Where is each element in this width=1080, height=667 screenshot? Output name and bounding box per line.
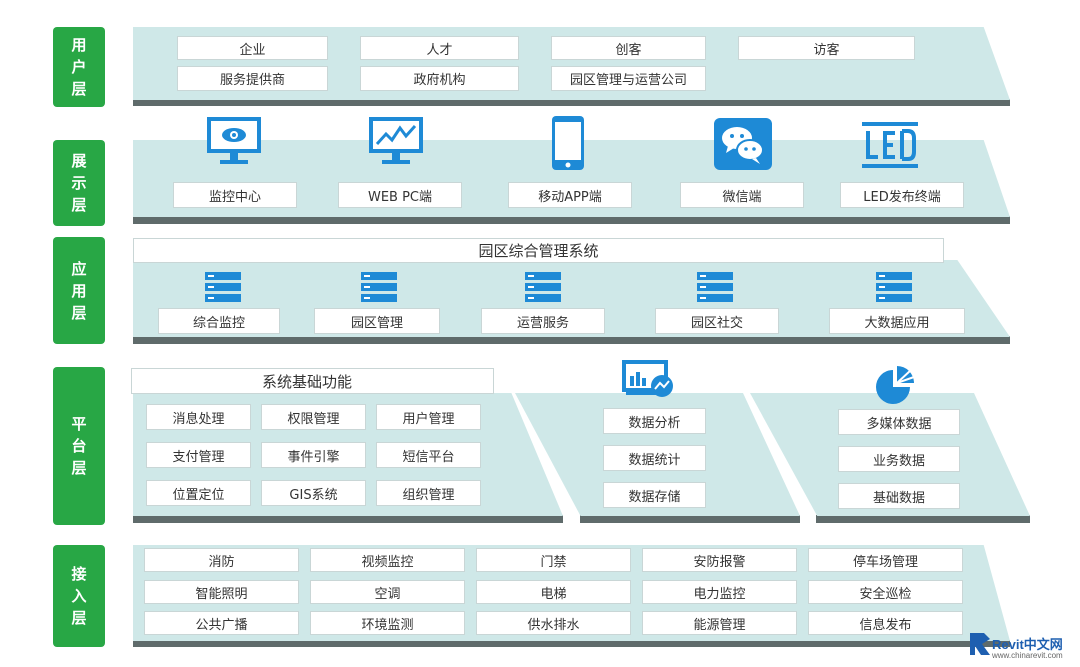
access-item: 公共广播 (144, 611, 299, 635)
access-item: 视频监控 (310, 548, 465, 572)
user-layer-label: 用户层 (53, 27, 105, 107)
access-item: 信息发布 (808, 611, 963, 635)
access-item: 电力监控 (642, 580, 797, 604)
user-item: 服务提供商 (177, 66, 328, 91)
platform-store-item: 基础数据 (838, 483, 960, 509)
access-item: 安防报警 (642, 548, 797, 572)
platform-data-shadow (580, 515, 800, 523)
access-item: 智能照明 (144, 580, 299, 604)
server-stack-icon (205, 272, 241, 302)
display-item: 移动APP端 (508, 182, 632, 208)
server-stack-icon (525, 272, 561, 302)
dashboard-chart-icon (622, 360, 673, 397)
revit-logo-icon (970, 633, 990, 655)
platform-store-item: 多媒体数据 (838, 409, 960, 435)
platform-basic-item: GIS系统 (261, 480, 366, 506)
user-item: 政府机构 (360, 66, 519, 91)
platform-basic-item: 短信平台 (376, 442, 481, 468)
smartphone-icon (552, 116, 584, 170)
platform-basic-item: 用户管理 (376, 404, 481, 430)
platform-data-item: 数据分析 (603, 408, 706, 434)
access-item: 停车场管理 (808, 548, 963, 572)
platform-basic-item: 支付管理 (146, 442, 251, 468)
platform-layer-label: 平台层 (53, 367, 105, 525)
access-item: 电梯 (476, 580, 631, 604)
led-icon (862, 122, 918, 168)
server-stack-icon (361, 272, 397, 302)
platform-basic-item: 组织管理 (376, 480, 481, 506)
pie-chart-icon (876, 366, 915, 404)
wechat-icon (714, 118, 772, 170)
access-layer-shadow (133, 640, 1010, 647)
access-item: 能源管理 (642, 611, 797, 635)
user-item: 访客 (738, 36, 915, 60)
application-system-title: 园区综合管理系统 (133, 238, 944, 263)
display-item: WEB PC端 (338, 182, 462, 208)
display-layer-label: 展示层 (53, 140, 105, 226)
platform-data-item: 数据存储 (603, 482, 706, 508)
platform-store-item: 业务数据 (838, 446, 960, 472)
access-item: 环境监测 (310, 611, 465, 635)
display-layer-shadow (133, 216, 1010, 224)
access-item: 门禁 (476, 548, 631, 572)
application-layer-label: 应用层 (53, 237, 105, 344)
server-stack-icon (876, 272, 912, 302)
user-item: 企业 (177, 36, 328, 60)
application-item: 运营服务 (481, 308, 605, 334)
platform-data-item: 数据统计 (603, 445, 706, 471)
watermark-brand: Revit中文网 (992, 637, 1063, 652)
display-item: LED发布终端 (840, 182, 964, 208)
user-item: 人才 (360, 36, 519, 60)
user-layer-shadow (133, 99, 1010, 106)
server-stack-icon (697, 272, 733, 302)
application-item: 园区社交 (655, 308, 779, 334)
platform-store-shadow (816, 515, 1030, 523)
access-item: 供水排水 (476, 611, 631, 635)
user-item: 园区管理与运营公司 (551, 66, 706, 91)
platform-basic-item: 事件引擎 (261, 442, 366, 468)
platform-basic-item: 位置定位 (146, 480, 251, 506)
platform-basic-title: 系统基础功能 (131, 368, 494, 394)
access-item: 消防 (144, 548, 299, 572)
watermark-url: www.chinarevit.com (992, 651, 1063, 660)
user-item: 创客 (551, 36, 706, 60)
platform-basic-shadow (133, 515, 563, 523)
display-item: 微信端 (680, 182, 804, 208)
application-layer-shadow (133, 336, 1010, 344)
display-item: 监控中心 (173, 182, 297, 208)
application-item: 大数据应用 (829, 308, 965, 334)
access-layer-label: 接入层 (53, 545, 105, 647)
platform-basic-item: 权限管理 (261, 404, 366, 430)
access-item: 安全巡检 (808, 580, 963, 604)
access-item: 空调 (310, 580, 465, 604)
platform-basic-item: 消息处理 (146, 404, 251, 430)
application-item: 园区管理 (314, 308, 440, 334)
monitor-eye-icon (207, 117, 261, 164)
application-item: 综合监控 (158, 308, 280, 334)
monitor-chart-icon (369, 117, 423, 164)
